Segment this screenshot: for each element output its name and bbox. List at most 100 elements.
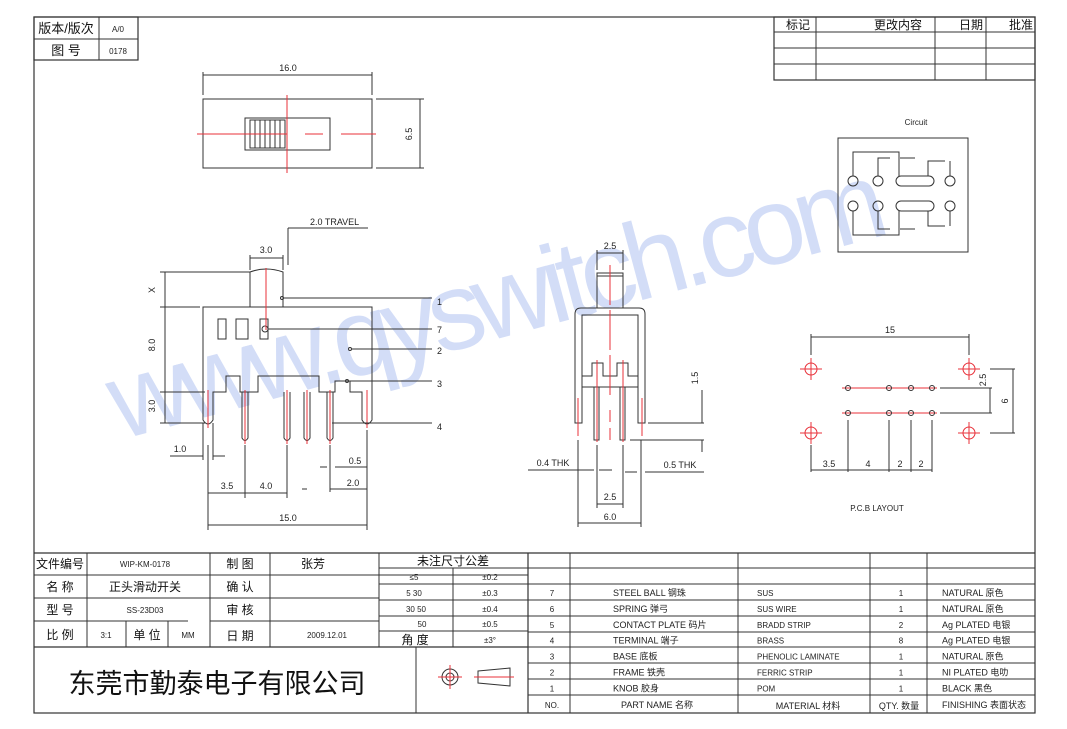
drawing-no-value: 0178 xyxy=(109,47,127,56)
drawn-value: 张芳 xyxy=(301,557,325,571)
travel-dim: 2.0 TRAVEL xyxy=(310,217,359,227)
tol-value-3: ±0.4 xyxy=(482,605,498,614)
bom-finishing: NATURAL 原色 xyxy=(942,587,1004,598)
bom-no: 5 xyxy=(550,621,555,630)
dim-1-0: 1.0 xyxy=(174,444,187,454)
bom-part-name: TERMINAL 端子 xyxy=(613,635,679,646)
top-height-dim: 6.5 xyxy=(404,128,414,141)
model-label: 型 号 xyxy=(46,603,73,617)
bom-part-name: BASE 底板 xyxy=(613,651,658,662)
tol-range-2: 5 30 xyxy=(406,589,422,598)
bom-header-qty: QTY. 数量 xyxy=(879,700,919,711)
tol-angle-label: 角 度 xyxy=(401,632,428,647)
bom-qty: 1 xyxy=(899,653,904,662)
rev-header-mark: 标记 xyxy=(786,18,810,32)
pcb-height-dim: 6 xyxy=(1000,398,1010,403)
bom-finishing: BLACK 黑色 xyxy=(942,682,992,693)
pcb-dim-2a: 2 xyxy=(897,459,902,469)
bom-qty: 1 xyxy=(899,605,904,614)
rev-header-content: 更改内容 xyxy=(874,17,922,32)
sheet-border xyxy=(33,16,1036,714)
pcb-dim-2b: 2 xyxy=(918,459,923,469)
bom-no: 2 xyxy=(550,669,555,678)
bom-material: SUS WIRE xyxy=(757,605,797,614)
bom-qty: 1 xyxy=(899,669,904,678)
bom-header-part-name: PART NAME 名称 xyxy=(621,699,693,710)
bom-material: POM xyxy=(757,684,776,693)
callout-7: 7 xyxy=(437,325,442,335)
bom-header-material: MATERIAL 材料 xyxy=(776,700,841,711)
side-width-dim: 6.0 xyxy=(604,512,617,522)
callout-2: 2 xyxy=(437,346,442,356)
circuit-title: Circuit xyxy=(905,118,928,127)
version-label: 版本/版次 xyxy=(38,21,94,36)
rev-header-approve: 批准 xyxy=(1009,17,1033,32)
thk-left-dim: 0.4 THK xyxy=(537,458,570,468)
top-width-dim: 16.0 xyxy=(279,63,297,73)
drawing-no-label: 图 号 xyxy=(51,43,81,58)
bom-material: PHENOLIC LAMINATE xyxy=(757,653,840,662)
tol-value-2: ±0.3 xyxy=(482,589,498,598)
side-view: 2.5 1.5 0.4 THK 0.5 THK 2.5 6.0 xyxy=(528,241,704,527)
bom-part-name: KNOB 胶身 xyxy=(613,682,659,693)
side-knob-width-dim: 2.5 xyxy=(604,241,617,251)
callout-3: 3 xyxy=(437,379,442,389)
top-view: 16.0 6.5 xyxy=(197,63,424,173)
x-dim: X xyxy=(147,287,157,293)
bom-qty: 2 xyxy=(899,621,904,630)
pin-length-dim: 3.0 xyxy=(147,400,157,413)
pcb-layout: 15 2.5 6 3.5 4 2 2 P.C.B LAYOUT xyxy=(800,325,1015,513)
bom-material: SUS xyxy=(757,589,773,598)
bom-no: 6 xyxy=(550,605,555,614)
name-label: 名 称 xyxy=(46,579,73,594)
bom-finishing: NATURAL 原色 xyxy=(942,651,1004,662)
bom-qty: 8 xyxy=(899,637,904,646)
bom-no: 3 xyxy=(550,653,555,662)
callout-4: 4 xyxy=(437,422,442,432)
callout-1: 1 xyxy=(437,297,442,307)
dim-4-0: 4.0 xyxy=(260,481,273,491)
bom-header-no: NO. xyxy=(545,701,559,710)
bom-finishing: NI PLATED 电叻 xyxy=(942,667,1008,678)
version-box: 版本/版次 A/0 图 号 0178 xyxy=(33,16,139,61)
tol-value-1: ±0.2 xyxy=(482,573,498,582)
rev-header-date: 日期 xyxy=(959,18,983,32)
side-offset-dim: 1.5 xyxy=(690,372,700,385)
file-no-value: WIP-KM-0178 xyxy=(120,560,171,569)
bom-qty: 1 xyxy=(899,684,904,693)
dim-2-0: 2.0 xyxy=(347,478,360,488)
side-pin-pitch-dim: 2.5 xyxy=(604,492,617,502)
bom-finishing: NATURAL 原色 xyxy=(942,603,1004,614)
tol-angle-value: ±3° xyxy=(484,636,496,645)
bom-finishing: Ag PLATED 电银 xyxy=(942,619,1010,630)
title-block: 文件编号 WIP-KM-0178 名 称 正头滑动开关 型 号 SS-23D03… xyxy=(34,552,1035,713)
circuit-diagram: Circuit xyxy=(837,118,969,253)
bom-no: 4 xyxy=(550,637,555,646)
scale-label: 比 例 xyxy=(46,628,73,642)
dim-3-5: 3.5 xyxy=(221,481,234,491)
company-name: 东莞市勤泰电子有限公司 xyxy=(69,669,366,699)
tol-range-4: 50 xyxy=(418,620,427,629)
name-value: 正头滑动开关 xyxy=(109,580,181,594)
unit-value: MM xyxy=(181,631,195,640)
tol-range-1: ≤5 xyxy=(410,573,419,582)
bom-finishing: Ag PLATED 电银 xyxy=(942,635,1010,646)
pcb-title: P.C.B LAYOUT xyxy=(850,504,904,513)
dim-0-5: 0.5 xyxy=(349,456,362,466)
unit-label: 单 位 xyxy=(133,627,160,642)
dim-15-0: 15.0 xyxy=(279,513,297,523)
date-value: 2009.12.01 xyxy=(307,631,348,640)
bom-row: 4 TERMINAL 端子 BRASS 8 Ag PLATED 电银 xyxy=(550,635,1011,646)
confirm-label: 确 认 xyxy=(226,580,253,594)
bom-material: BRASS xyxy=(757,637,784,646)
bom-qty: 1 xyxy=(899,589,904,598)
drawn-label: 制 图 xyxy=(226,557,253,571)
bom-material: FERRIC STRIP xyxy=(757,669,813,678)
bom-no: 7 xyxy=(550,589,555,598)
